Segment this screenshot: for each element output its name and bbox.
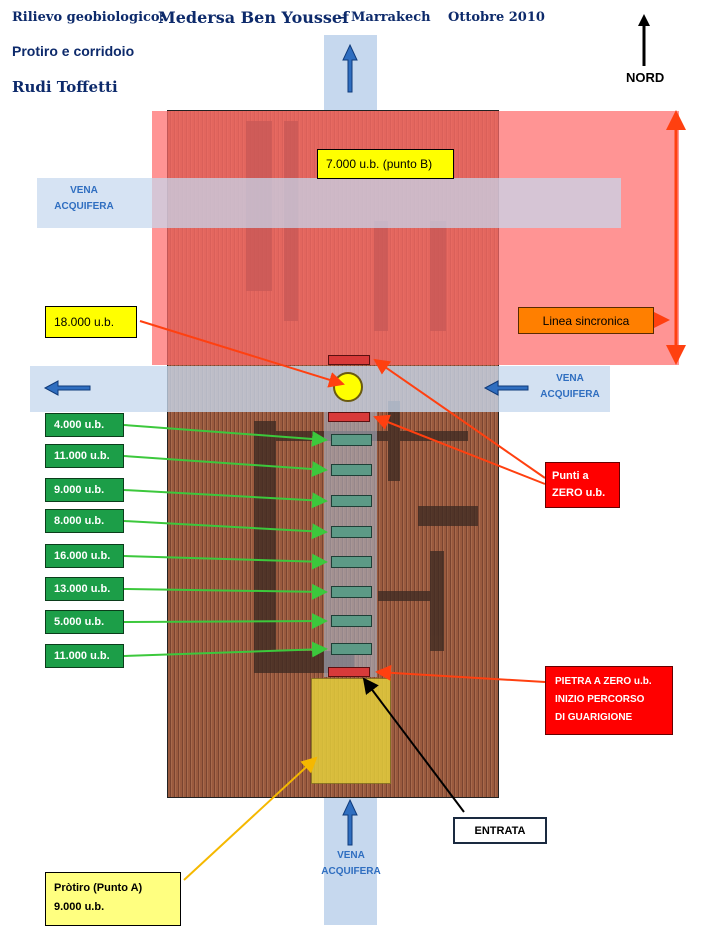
vena-label-top-left: VENA ACQUIFERA: [54, 183, 114, 215]
zero-leader-line: [373, 414, 546, 485]
label-line: PIETRA A ZERO u.b.: [555, 676, 652, 687]
sync-line-label: Linea sincronica: [518, 307, 654, 334]
stone-leader-line: [375, 664, 546, 683]
measurement-leader-line: [123, 455, 328, 478]
zero-stone-label: PIETRA A ZERO u.b. INIZIO PERCORSO DI GU…: [545, 666, 673, 735]
vena-label-line: ACQUIFERA: [321, 866, 381, 877]
vena-flow-arrow-icon: [483, 380, 529, 396]
protiro-leader-line: [183, 756, 318, 881]
measurement-label: 11.000 u.b.: [45, 644, 124, 668]
vena-label-line: VENA: [70, 185, 98, 196]
survey-prefix: Rilievo geobiologico:: [12, 10, 165, 25]
measurement-label: 5.000 u.b.: [45, 610, 124, 634]
label-line: ZERO u.b.: [552, 487, 606, 499]
measurement-label: 16.000 u.b.: [45, 544, 124, 568]
vena-label-line: VENA: [556, 373, 584, 384]
vena-label-mid-right: VENA ACQUIFERA: [540, 371, 600, 403]
vena-acquifera-top-band: [37, 178, 621, 228]
measurement-marker: [331, 526, 372, 538]
zero-points-label: Punti a ZERO u.b.: [545, 462, 620, 508]
vena-flow-arrow-icon: [342, 798, 358, 846]
label-line: 9.000 u.b.: [54, 901, 105, 913]
north-label: NORD: [626, 70, 665, 85]
zero-leader-line: [373, 358, 546, 479]
label-line: Pròtiro (Punto A): [54, 882, 143, 894]
label-line: Punti a: [552, 470, 589, 482]
measurement-leader-line: [123, 613, 328, 630]
measurement-marker: [331, 586, 372, 598]
measurement-leader-line: [123, 424, 328, 447]
measurement-leader-line: [123, 520, 328, 540]
page-subtitle: Protiro e corridoio: [12, 43, 135, 59]
measurement-marker: [331, 643, 372, 655]
measurement-leader-line: [123, 553, 328, 570]
entrance-leader-line: [362, 677, 465, 813]
measurement-leader-line: [123, 489, 328, 509]
vena-flow-arrow-icon: [342, 43, 358, 93]
zero-point-marker: [328, 667, 370, 677]
north-arrow-icon: [636, 14, 652, 66]
measurement-label: 4.000 u.b.: [45, 413, 124, 437]
vena-flow-arrow-icon: [43, 380, 91, 396]
vena-label-bottom: VENA ACQUIFERA: [321, 848, 381, 880]
survey-city: – Marrakech: [340, 10, 431, 25]
label-line: DI GUARIGIONE: [555, 712, 633, 723]
author-name: Rudi Toffetti: [12, 78, 118, 96]
measurement-leader-line: [123, 641, 328, 658]
center-value-label: 18.000 u.b.: [45, 306, 137, 338]
center-leader-line: [139, 320, 345, 388]
vena-label-line: VENA: [337, 850, 365, 861]
sync-line-double-arrow-icon: [666, 110, 686, 365]
measurement-marker: [331, 556, 372, 568]
survey-place: Medersa Ben Youssef: [158, 8, 349, 27]
measurement-marker: [331, 464, 372, 476]
measurement-label: 8.000 u.b.: [45, 509, 124, 533]
measurement-marker: [331, 615, 372, 627]
survey-date: Ottobre 2010: [448, 10, 545, 25]
measurement-marker: [331, 495, 372, 507]
measurement-label: 11.000 u.b.: [45, 444, 124, 468]
label-line: INIZIO PERCORSO: [555, 694, 645, 705]
protiro-label: Pròtiro (Punto A) 9.000 u.b.: [45, 872, 181, 926]
entrance-label: ENTRATA: [453, 817, 547, 844]
vena-label-line: ACQUIFERA: [540, 389, 600, 400]
measurement-marker: [331, 434, 372, 446]
measurement-leader-line: [123, 583, 328, 600]
corridor: [324, 412, 377, 677]
measurement-label: 9.000 u.b.: [45, 478, 124, 502]
zero-point-marker: [328, 355, 370, 365]
measurement-label: 13.000 u.b.: [45, 577, 124, 601]
point-b-label: 7.000 u.b. (punto B): [317, 149, 454, 179]
vena-label-line: ACQUIFERA: [54, 201, 114, 212]
zero-point-marker: [328, 412, 370, 422]
